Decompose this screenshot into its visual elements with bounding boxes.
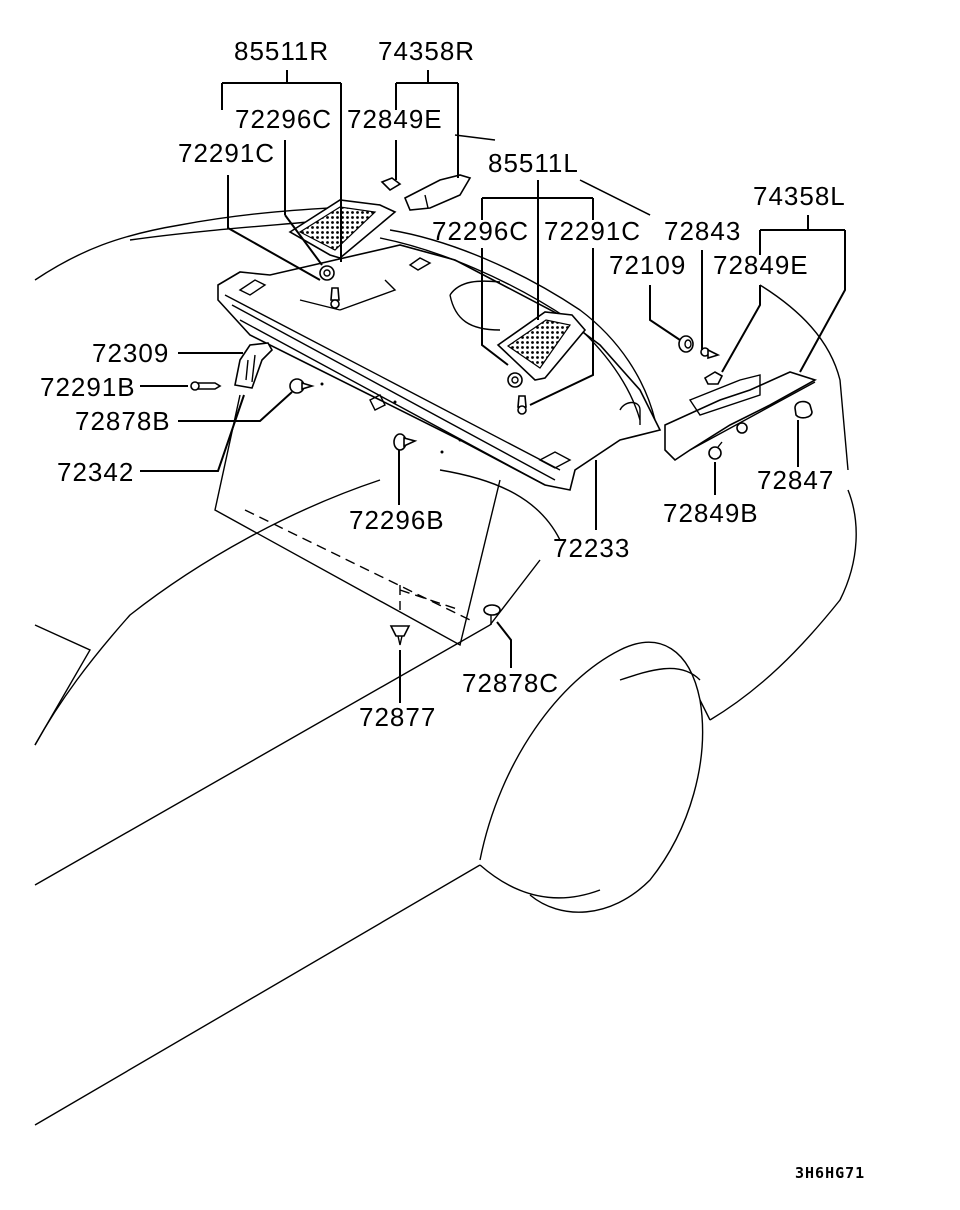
part-72296C-clip-right[interactable] — [319, 265, 335, 281]
label-72878C[interactable]: 72878C — [462, 668, 559, 698]
hidden-lines — [244, 509, 471, 621]
part-74358R-trim[interactable] — [380, 174, 472, 211]
label-72309[interactable]: 72309 — [92, 338, 169, 368]
part-72296C-clip-left[interactable] — [507, 372, 523, 388]
label-72849B[interactable]: 72849B — [663, 498, 759, 528]
label-74358L[interactable]: 74358L — [753, 181, 846, 211]
drawing-code: 3H6HG71 — [795, 1164, 865, 1182]
part-72878B-clip[interactable] — [289, 378, 324, 394]
part-72847-clip[interactable] — [794, 400, 813, 419]
fasteners — [190, 265, 813, 646]
part-74358L-trim[interactable] — [664, 371, 818, 462]
part-labels: 85511R 74358R 72296C 72849E 72291C 85511… — [40, 36, 865, 1182]
label-72291B[interactable]: 72291B — [40, 372, 136, 402]
part-72291B-screw[interactable] — [190, 381, 222, 391]
label-72296C-left[interactable]: 72296C — [432, 216, 529, 246]
label-72109[interactable]: 72109 — [609, 250, 686, 280]
part-72291C-screw-right[interactable] — [330, 287, 340, 309]
part-72109-grommet[interactable] — [678, 335, 694, 353]
label-72342[interactable]: 72342 — [57, 457, 134, 487]
part-72849E-clip-left[interactable] — [703, 371, 724, 385]
part-72233-rear-shelf[interactable] — [217, 229, 662, 491]
part-72296B-clip[interactable] — [393, 433, 418, 451]
label-72291C-left[interactable]: 72291C — [544, 216, 641, 246]
part-72309-bracket[interactable] — [234, 342, 273, 389]
label-72877[interactable]: 72877 — [359, 702, 436, 732]
part-72843-screw[interactable] — [700, 347, 721, 360]
label-72849E-left[interactable]: 72849E — [713, 250, 809, 280]
label-72878B[interactable]: 72878B — [75, 406, 171, 436]
part-72291C-screw-left[interactable] — [517, 395, 527, 415]
car-body-outline — [34, 134, 857, 1126]
leader-lines — [140, 70, 846, 703]
part-72849B-clip[interactable] — [708, 441, 723, 460]
label-74358R[interactable]: 74358R — [378, 36, 475, 66]
part-85511L-speaker-grille[interactable] — [496, 311, 587, 381]
label-72296C-right[interactable]: 72296C — [235, 104, 332, 134]
label-72296B[interactable]: 72296B — [349, 505, 445, 535]
label-72291C-right[interactable]: 72291C — [178, 138, 275, 168]
part-72877-clip[interactable] — [389, 625, 411, 646]
part-72342-panel[interactable] — [214, 394, 501, 647]
label-85511L[interactable]: 85511L — [488, 148, 579, 178]
label-85511R[interactable]: 85511R — [234, 36, 329, 66]
label-72849E-right[interactable]: 72849E — [347, 104, 443, 134]
label-72847[interactable]: 72847 — [757, 465, 834, 495]
part-72878C-clip[interactable] — [483, 604, 501, 625]
label-72233[interactable]: 72233 — [553, 533, 630, 563]
label-72843[interactable]: 72843 — [664, 216, 741, 246]
